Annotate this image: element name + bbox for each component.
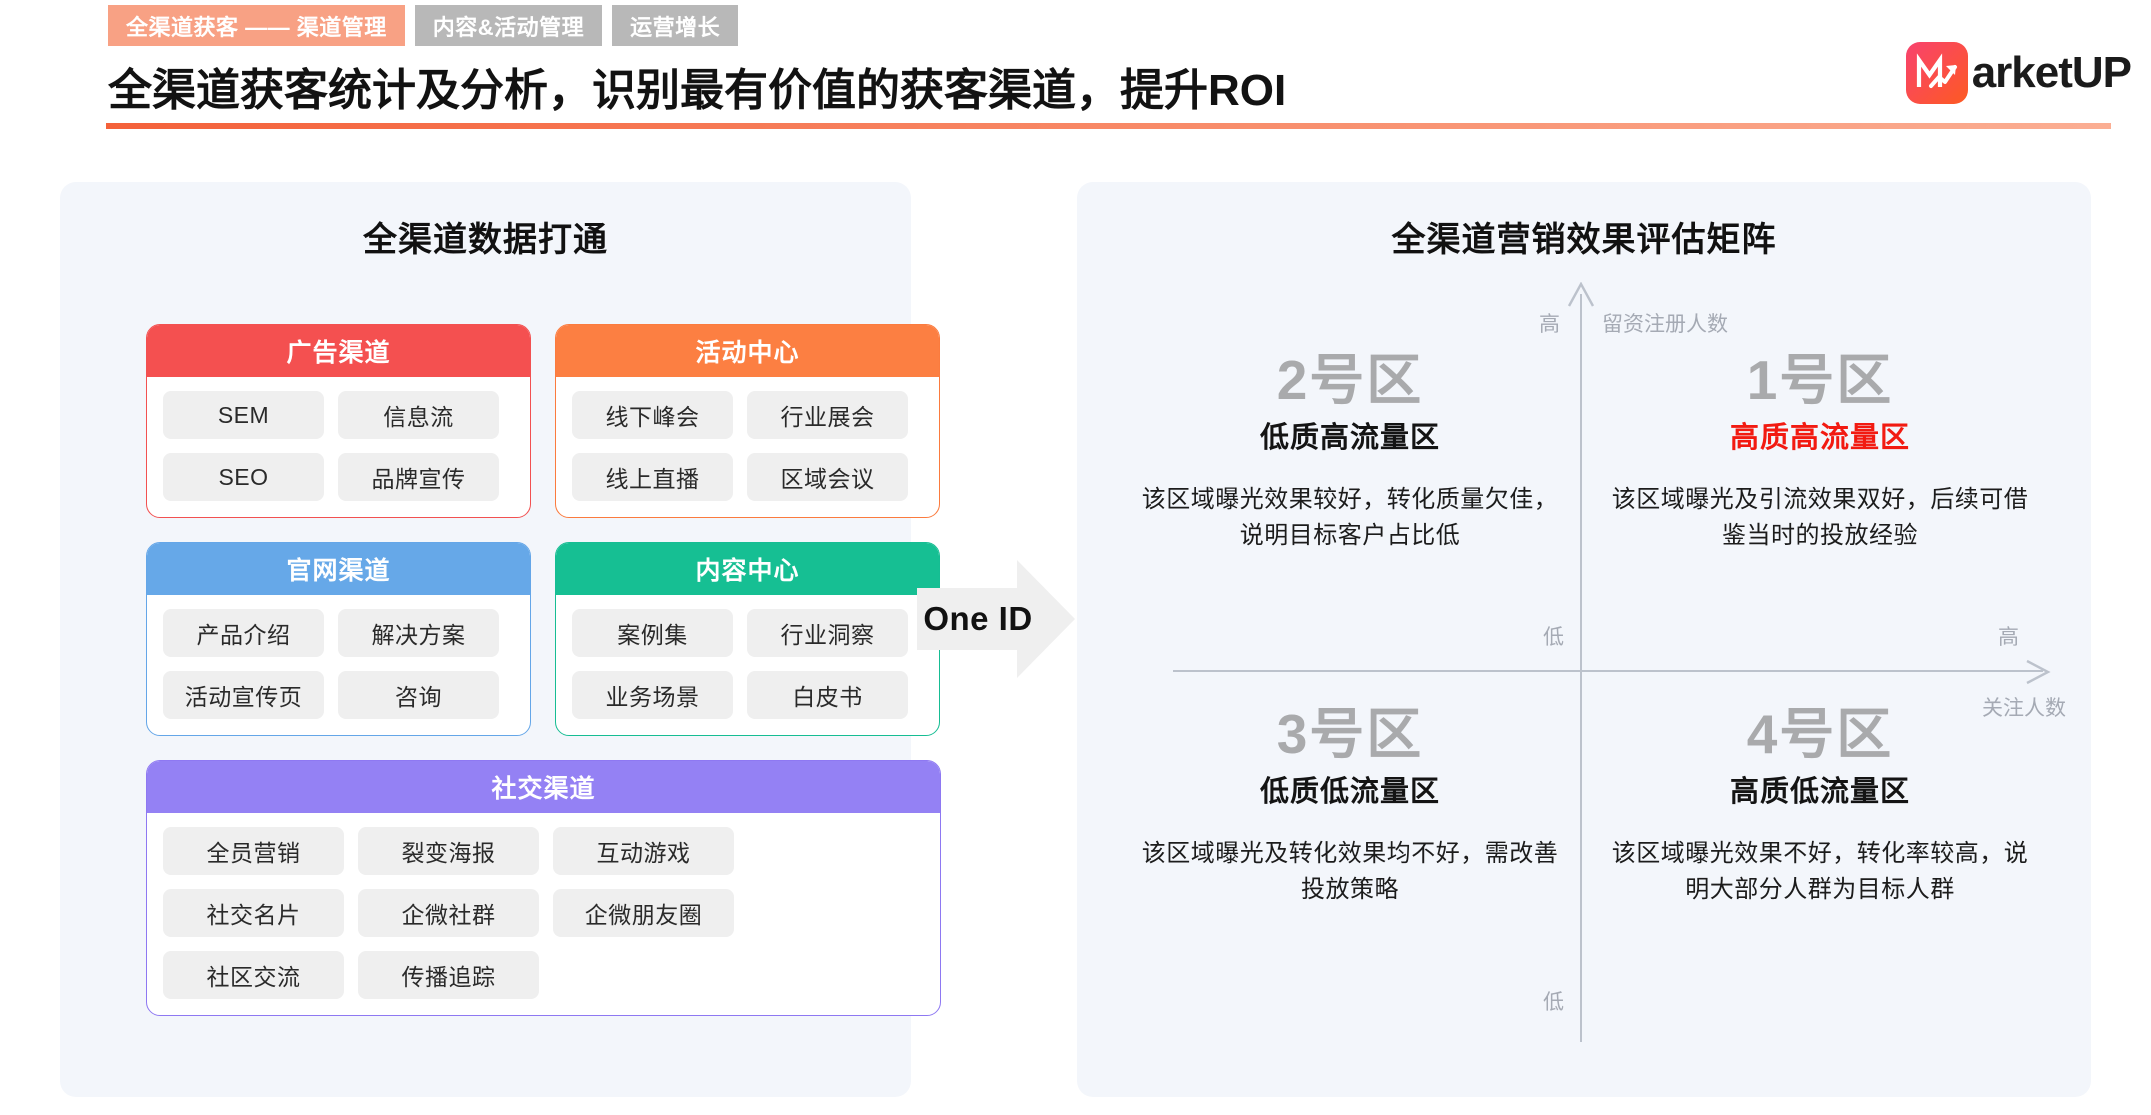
tab-omnichannel-acquisition[interactable]: 全渠道获客 —— 渠道管理 [108, 5, 405, 46]
x-axis-name: 关注人数 [1982, 697, 2066, 720]
quadrant-1: 1号区 高质高流量区 该区域曝光及引流效果双好，后续可借鉴当时的投放经验 [1605, 349, 2035, 554]
channel-card-website[interactable]: 官网渠道 产品介绍 解决方案 活动宣传页 咨询 [146, 542, 531, 736]
channel-chip[interactable]: 信息流 [338, 391, 499, 439]
brand-logo: arketUP [1905, 42, 2132, 104]
quadrant-description: 该区域曝光及转化效果均不好，需改善投放策略 [1141, 839, 1559, 903]
x-axis-arrow-icon [2026, 659, 2051, 685]
quadrant-number: 2号区 [1276, 349, 1424, 411]
channel-chip[interactable]: 互动游戏 [553, 827, 734, 875]
channel-card-grid: 广告渠道 SEM 信息流 SEO 品牌宣传 活动中心 线下峰会 行业展会 线上直… [146, 324, 941, 1016]
y-axis-line [1580, 294, 1582, 1042]
quadrant-number: 4号区 [1746, 703, 1894, 765]
y-axis-high-label: 高 [1539, 313, 1560, 336]
channel-chip[interactable]: 活动宣传页 [163, 671, 324, 719]
y-axis-low-label: 低 [1543, 991, 1564, 1014]
channel-card-social[interactable]: 社交渠道 全员营销 裂变海报 互动游戏 社交名片 企微社群 企微朋友圈 社区交流… [146, 760, 941, 1016]
tab-label: 内容&活动管理 [432, 14, 585, 40]
left-panel-title: 全渠道数据打通 [363, 221, 608, 259]
channel-chip[interactable]: 企微朋友圈 [553, 889, 734, 937]
right-panel-evaluation-matrix: 全渠道营销效果评估矩阵 高 留资注册人数 低 高 关注人数 低 2号区 低质高流… [1077, 182, 2091, 1097]
channel-card-items: 全员营销 裂变海报 互动游戏 社交名片 企微社群 企微朋友圈 社区交流 传播追踪 [147, 813, 940, 1015]
quadrant-matrix: 高 留资注册人数 低 高 关注人数 低 2号区 低质高流量区 该区域曝光效果较好… [1077, 270, 2091, 1090]
channel-chip[interactable]: 社区交流 [163, 951, 344, 999]
channel-chip[interactable]: SEM [163, 391, 324, 439]
x-axis-high-label: 高 [1998, 626, 2019, 649]
channel-card-header: 广告渠道 [147, 325, 530, 377]
channel-card-campaign-center[interactable]: 活动中心 线下峰会 行业展会 线上直播 区域会议 [555, 324, 940, 518]
x-axis-low-label: 低 [1543, 626, 1564, 649]
quadrant-description: 该区域曝光效果较好，转化质量欠佳，说明目标客户占比低 [1141, 485, 1559, 549]
channel-chip[interactable]: 行业洞察 [747, 609, 908, 657]
left-panel-data-integration: 全渠道数据打通 广告渠道 SEM 信息流 SEO 品牌宣传 活动中心 [60, 182, 941, 1097]
channel-chip[interactable]: 裂变海报 [358, 827, 539, 875]
channel-card-header: 内容中心 [556, 543, 939, 595]
x-axis-line [1173, 670, 2043, 672]
channel-chip[interactable]: 业务场景 [572, 671, 733, 719]
quadrant-3: 3号区 低质低流量区 该区域曝光及转化效果均不好，需改善投放策略 [1135, 703, 1565, 908]
channel-card-content-center[interactable]: 内容中心 案例集 行业洞察 业务场景 白皮书 [555, 542, 940, 736]
right-panel-title: 全渠道营销效果评估矩阵 [1391, 221, 1777, 259]
quadrant-description: 该区域曝光效果不好，转化率较高，说明大部分人群为目标人群 [1611, 839, 2029, 903]
quadrant-number: 1号区 [1746, 349, 1894, 411]
channel-chip[interactable]: 线上直播 [572, 453, 733, 501]
channel-chip[interactable]: 案例集 [572, 609, 733, 657]
channel-chip[interactable]: 行业展会 [747, 391, 908, 439]
channel-chip[interactable]: SEO [163, 453, 324, 501]
page-title: 全渠道获客统计及分析，识别最有价值的获客渠道，提升ROI [108, 66, 1287, 115]
quadrant-2: 2号区 低质高流量区 该区域曝光效果较好，转化质量欠佳，说明目标客户占比低 [1135, 349, 1565, 554]
channel-card-header: 官网渠道 [147, 543, 530, 595]
channel-chip[interactable]: 线下峰会 [572, 391, 733, 439]
channel-chip[interactable]: 白皮书 [747, 671, 908, 719]
channel-chip[interactable]: 产品介绍 [163, 609, 324, 657]
one-id-label: One ID [923, 600, 1033, 637]
right-arrow-icon [917, 560, 1075, 678]
channel-card-header: 活动中心 [556, 325, 939, 377]
channel-chip[interactable]: 全员营销 [163, 827, 344, 875]
quadrant-name: 低质低流量区 [1259, 775, 1440, 808]
tab-label: 运营增长 [630, 14, 721, 40]
one-id-connector: One ID [917, 560, 1075, 678]
channel-card-items: 线下峰会 行业展会 线上直播 区域会议 [556, 377, 939, 517]
tab-label: 全渠道获客 —— 渠道管理 [126, 14, 387, 40]
channel-chip[interactable]: 传播追踪 [358, 951, 539, 999]
y-axis-arrow-icon [1567, 282, 1595, 307]
y-axis-name: 留资注册人数 [1602, 313, 1728, 336]
channel-card-header: 社交渠道 [147, 761, 940, 813]
logo-wordmark: arketUP [1971, 48, 2132, 97]
channel-chip[interactable]: 企微社群 [358, 889, 539, 937]
quadrant-name: 高质高流量区 [1729, 421, 1910, 454]
channel-card-ad[interactable]: 广告渠道 SEM 信息流 SEO 品牌宣传 [146, 324, 531, 518]
channel-card-items: SEM 信息流 SEO 品牌宣传 [147, 377, 530, 517]
channel-chip[interactable]: 解决方案 [338, 609, 499, 657]
title-underline-rule [106, 123, 2111, 129]
channel-chip[interactable]: 品牌宣传 [338, 453, 499, 501]
channel-chip[interactable]: 咨询 [338, 671, 499, 719]
top-tab-bar: 全渠道获客 —— 渠道管理 内容&活动管理 运营增长 [108, 5, 739, 46]
channel-card-items: 产品介绍 解决方案 活动宣传页 咨询 [147, 595, 530, 735]
marketup-logo-icon [1905, 42, 1968, 104]
channel-card-items: 案例集 行业洞察 业务场景 白皮书 [556, 595, 939, 735]
quadrant-4: 4号区 高质低流量区 该区域曝光效果不好，转化率较高，说明大部分人群为目标人群 [1605, 703, 2035, 908]
channel-chip[interactable]: 区域会议 [747, 453, 908, 501]
quadrant-name: 高质低流量区 [1729, 775, 1910, 808]
channel-chip[interactable]: 社交名片 [163, 889, 344, 937]
quadrant-description: 该区域曝光及引流效果双好，后续可借鉴当时的投放经验 [1611, 485, 2029, 549]
quadrant-number: 3号区 [1276, 703, 1424, 765]
tab-operations-growth[interactable]: 运营增长 [612, 5, 739, 46]
quadrant-name: 低质高流量区 [1259, 421, 1440, 454]
tab-content-campaign-management[interactable]: 内容&活动管理 [414, 5, 603, 46]
